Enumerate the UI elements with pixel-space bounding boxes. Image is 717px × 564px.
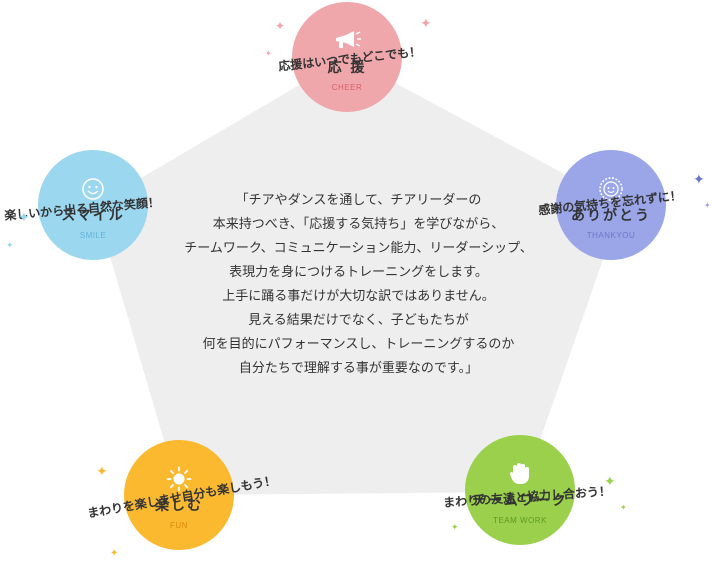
sun-icon — [166, 465, 192, 493]
sparkle-icon: ✦ — [275, 19, 286, 33]
team-circle: チームワーク TEAM WORK — [465, 435, 575, 545]
center-text-line: 本来持つべき、「応援する気持ち」を学びながら、 — [212, 217, 505, 232]
thanks-title: ありがとう — [571, 207, 651, 224]
thanks-subtitle: THANKYOU — [586, 230, 636, 240]
center-text-line: 上手に踊る事だけが大切な訳ではありません。 — [222, 289, 495, 304]
sparkle-icon: ✦ — [265, 49, 272, 58]
cheer-circle: 応 援 CHEER — [292, 2, 402, 112]
center-text-line: 何を目的にパフォーマンスし、トレーニングするのか — [202, 337, 515, 352]
sparkle-icon: ✦ — [451, 523, 459, 533]
sparkle-icon: ✦ — [110, 548, 119, 559]
smile-circle: スマイル SMILE — [38, 150, 148, 260]
sparkle-icon: ✦ — [18, 210, 30, 226]
sparkle-icon: ✦ — [693, 172, 705, 188]
fun-circle: 楽しむ FUN — [124, 440, 234, 550]
pentagon-shape — [95, 57, 622, 495]
face-icon — [598, 175, 624, 203]
team-subtitle: TEAM WORK — [493, 515, 547, 525]
fun-title: 楽しむ — [155, 497, 203, 514]
fun-subtitle: FUN — [170, 520, 188, 530]
sparkle-icon: ✦ — [420, 16, 432, 32]
thanks-circle: ありがとう THANKYOU — [556, 150, 666, 260]
center-text: 「チアやダンスを通して、チアリーダーの 本来持つべき、「応援する気持ち」を学びな… — [140, 189, 577, 381]
cheer-title: 応 援 — [327, 59, 367, 76]
smiley-icon — [81, 175, 105, 203]
glove-icon — [507, 460, 533, 488]
team-title: チームワーク — [472, 492, 568, 509]
sparkle-icon: ✦ — [704, 201, 711, 210]
center-text-line: 見える結果だけでなく、子どもたちが — [248, 313, 469, 328]
center-text-line: 表現力を身につけるトレーニングをします。 — [229, 265, 488, 280]
megaphone-icon — [332, 27, 362, 55]
sparkle-icon: ✦ — [604, 474, 616, 490]
sparkle-icon: ✦ — [6, 241, 14, 251]
smile-title: スマイル — [61, 207, 125, 224]
center-text-line: チームワーク、コミュニケーション能力、リーダーシップ、 — [184, 241, 533, 256]
center-text-line: 「チアやダンスを通して、チアリーダーの — [235, 193, 482, 208]
center-text-line: 自分たちで理解する事が重要なのです。」 — [238, 361, 479, 376]
sparkle-icon: ✦ — [96, 464, 108, 480]
smile-subtitle: SMILE — [79, 230, 107, 240]
cheer-subtitle: CHEER — [331, 82, 363, 92]
sparkle-icon: ✦ — [620, 503, 627, 512]
